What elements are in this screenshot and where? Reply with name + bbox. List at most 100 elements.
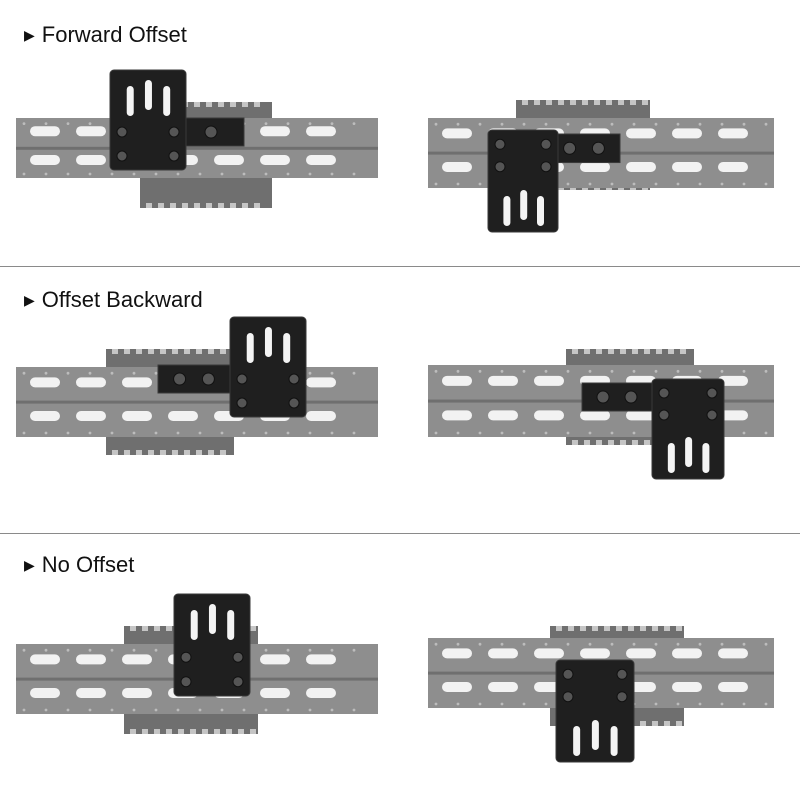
keymod-slot: [442, 128, 472, 139]
hex-screw-icon: [173, 372, 187, 386]
rail-notch: [170, 203, 176, 208]
rail-notch: [208, 450, 214, 455]
rail-notch: [238, 729, 244, 734]
rail-notch: [608, 349, 614, 354]
rail-dot: [264, 648, 268, 652]
keymod-slot: [30, 126, 60, 137]
rail-dot: [176, 708, 180, 712]
rail-notch: [664, 626, 670, 631]
rail-dot: [456, 182, 460, 186]
rail-dot: [66, 371, 70, 375]
mount-slot: [208, 604, 216, 634]
rail-notch: [644, 349, 650, 354]
rail-dot: [132, 708, 136, 712]
rail-notch: [546, 100, 552, 105]
hex-screw-icon: [624, 390, 638, 404]
offset-backward-scene: [16, 316, 774, 480]
rail-dot: [500, 431, 504, 435]
rail-dot: [154, 371, 158, 375]
rail-dot: [88, 371, 92, 375]
rail-dot: [110, 371, 114, 375]
rail-dot: [66, 708, 70, 712]
hex-screw-icon: [232, 676, 244, 688]
rail-dot: [610, 182, 614, 186]
rail-dot: [676, 642, 680, 646]
rail-notch: [230, 102, 236, 107]
rail-dot: [544, 369, 548, 373]
rail-dot: [676, 122, 680, 126]
rail-dot: [176, 172, 180, 176]
section-title-no-offset: ▶ No Offset: [24, 552, 134, 578]
keymod-slot: [122, 688, 152, 698]
rail-dot: [110, 648, 114, 652]
hex-screw-icon: [540, 161, 552, 173]
rail-dot: [22, 122, 26, 125]
rail-dot: [264, 172, 268, 176]
rail-dot: [434, 369, 438, 373]
rail-dot: [544, 702, 548, 706]
rail-notch: [580, 626, 586, 631]
rail-dot: [44, 122, 48, 125]
rail-dot: [742, 122, 746, 126]
rail-dot: [456, 369, 460, 373]
rail-dot: [44, 648, 48, 652]
rail-dot: [330, 708, 334, 712]
section-divider: [0, 533, 800, 534]
keymod-slot: [718, 682, 748, 692]
hex-screw-icon: [563, 141, 577, 155]
keymod-slot: [442, 162, 472, 172]
rail-notch: [160, 349, 166, 354]
rail-notch: [172, 450, 178, 455]
rail-dot: [110, 708, 114, 712]
rail-dot: [352, 172, 356, 176]
rail-dot: [286, 431, 290, 435]
keymod-slot: [626, 162, 656, 172]
rail-notch: [570, 100, 576, 105]
rail-dot: [352, 431, 356, 435]
rail-dot: [478, 182, 482, 186]
rail-dot: [566, 369, 570, 373]
rail-notch: [584, 440, 590, 445]
rail-notch: [194, 102, 200, 107]
rail-dot: [176, 431, 180, 435]
offset-mount-up-left: [157, 316, 307, 418]
rail-dot: [308, 371, 312, 375]
keymod-slot: [260, 654, 290, 665]
rail-notch: [160, 450, 166, 455]
hex-screw-icon: [562, 691, 574, 703]
section-no-offset: ▶ No Offset: [0, 534, 800, 800]
rail-dot: [154, 172, 158, 176]
hex-screw-icon: [658, 409, 670, 421]
rail-dot: [286, 122, 290, 125]
section-title-offset-backward: ▶ Offset Backward: [24, 287, 203, 313]
rail-dot: [676, 369, 680, 373]
mount-slot: [227, 610, 235, 640]
rail-dot: [610, 431, 614, 435]
rail-dot: [522, 431, 526, 435]
rail-dot: [522, 122, 526, 126]
rail-dot: [720, 122, 724, 126]
offset-mount-down-right: [581, 378, 725, 480]
rail-dot: [44, 172, 48, 176]
hex-screw-icon: [706, 409, 718, 421]
rail-dot: [522, 369, 526, 373]
rail-dot: [154, 708, 158, 712]
rail-notch: [596, 349, 602, 354]
rail-notch: [230, 203, 236, 208]
rail-dot: [434, 702, 438, 706]
keymod-slot: [306, 411, 336, 421]
rail-dot: [544, 122, 548, 126]
mount-slot: [610, 726, 618, 756]
rail-notch: [136, 450, 142, 455]
rail-notch: [148, 349, 154, 354]
mount-slot: [537, 196, 544, 226]
rail-dot: [242, 172, 246, 176]
rail-dot: [654, 182, 658, 186]
rail-dot: [308, 122, 312, 125]
hex-screw-icon: [596, 390, 610, 404]
rail-notch: [616, 626, 622, 631]
hex-screw-icon: [201, 372, 215, 386]
rail-dot: [456, 642, 460, 646]
hex-screw-icon: [204, 125, 218, 139]
rail-notch: [242, 203, 248, 208]
